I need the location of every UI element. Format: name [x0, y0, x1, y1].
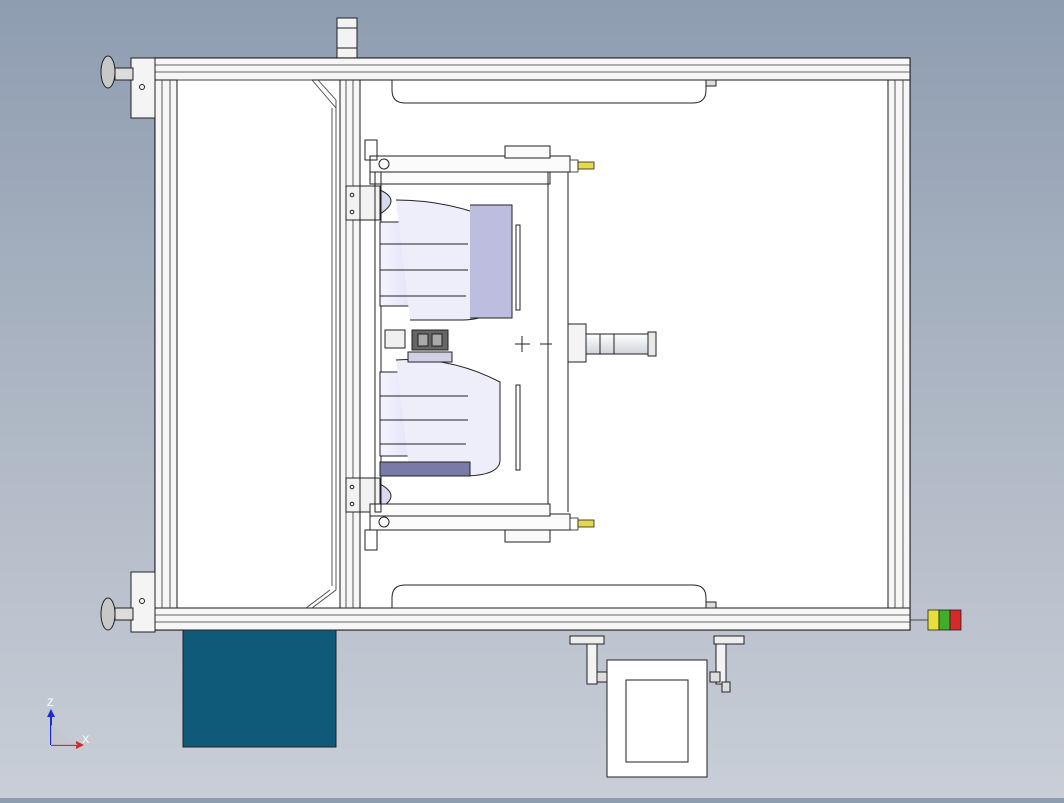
coordinate-triad: Z X: [40, 695, 100, 755]
z-axis-label: Z: [47, 697, 54, 709]
leveling-foot-top: [100, 55, 156, 119]
leveling-foot-bottom: [100, 571, 156, 633]
control-box: [182, 629, 337, 748]
fixture-lower: [379, 359, 521, 477]
cylinder-top: [569, 159, 595, 173]
swing-arm-bottom: [369, 503, 571, 543]
hmi-panel: [569, 635, 745, 778]
support-plates: [364, 139, 382, 551]
drive-motor: [567, 323, 657, 363]
fixture-upper: [379, 199, 521, 321]
center-hub: [384, 329, 552, 363]
x-axis-label: X: [82, 734, 90, 746]
guide-slots: [391, 79, 717, 609]
swing-arm-top: [369, 145, 571, 512]
left-compartment: [177, 79, 337, 609]
main-frame: [154, 57, 911, 631]
top-post: [336, 17, 358, 59]
stack-light: [910, 609, 962, 631]
triad-arrows: [47, 709, 84, 749]
cylinder-bottom: [569, 517, 595, 531]
